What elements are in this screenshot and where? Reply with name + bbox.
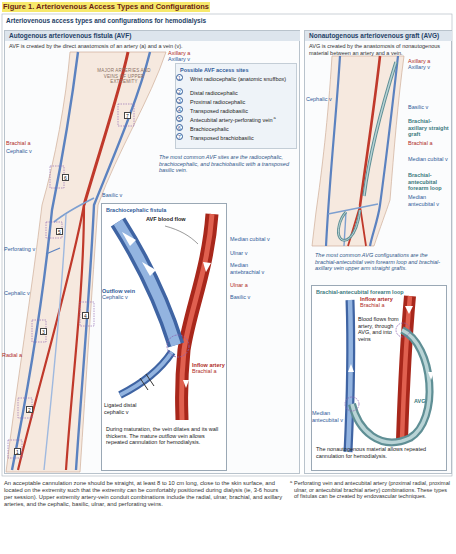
figure-frame bbox=[2, 14, 452, 476]
node-text: Distal radiocephalic bbox=[190, 90, 238, 97]
part-label: Brachial a bbox=[408, 140, 432, 147]
callout-number: 7 bbox=[124, 112, 131, 119]
part-label: Basilic v bbox=[230, 294, 250, 301]
node-text: AVG is created by the anastomosis of non… bbox=[309, 43, 449, 56]
node-text: During maturation, the vein dilates and … bbox=[106, 426, 224, 446]
node-text: Proximal radiocephalic bbox=[190, 99, 245, 106]
part-label: Ulnar v bbox=[230, 250, 247, 257]
part-label: Median cubital v bbox=[408, 156, 450, 163]
node-heading: Brachial-antecubital forearm loop bbox=[316, 289, 444, 296]
part-label: MAJOR ARTERIES AND VEINS OF UPPER EXTREM… bbox=[92, 68, 156, 85]
part-label: Cephalic v bbox=[102, 294, 128, 301]
node-text: The nonautogenous material allows repeat… bbox=[316, 446, 444, 459]
part-label: Basilic v bbox=[408, 104, 428, 111]
part-label: Brachial-axillary straight graft bbox=[408, 118, 450, 138]
callout-number: 1 bbox=[176, 74, 183, 81]
part-label: Perforating v bbox=[4, 246, 35, 253]
callout-number: 6 bbox=[176, 124, 183, 131]
callout-number: 7 bbox=[176, 133, 183, 140]
inset-box: Brachial-antecubital forearm loopThe non… bbox=[311, 285, 447, 471]
part-label: Brachial a bbox=[192, 368, 216, 375]
part-label: Brachial-antecubital forearm loop bbox=[408, 172, 450, 192]
note-box: The most common AVF sites are the radioc… bbox=[155, 151, 297, 179]
callout-number: 2 bbox=[26, 406, 33, 413]
node-text: Wrist radiocephalic (anatomic snuffbox) bbox=[190, 76, 286, 83]
footnote: Perforating vein and antecubital artery … bbox=[294, 480, 452, 500]
node-heading: The most common AVG configurations are t… bbox=[315, 252, 443, 272]
part-label: Ligated distal cephalic v bbox=[104, 402, 144, 415]
part-label: Radial a bbox=[2, 352, 22, 359]
node-text: AVF is created by the direct anastomosis… bbox=[9, 43, 297, 50]
callout-number: 3 bbox=[176, 97, 183, 104]
callout-number: 1 bbox=[14, 448, 21, 455]
node-text: a bbox=[274, 116, 276, 120]
sites-list: Possible AVF access sitesWrist radioceph… bbox=[175, 63, 297, 149]
part-label: Axillary v bbox=[408, 64, 430, 71]
node-heading: Brachiocephalic fistula bbox=[106, 207, 224, 214]
part-label: AVF blood flow bbox=[146, 216, 186, 223]
part-label: Inflow artery bbox=[360, 296, 393, 303]
node-text: Transposed brachiobasilic bbox=[190, 135, 254, 142]
part-label: Basilic v bbox=[102, 192, 122, 199]
callout-number: 4 bbox=[82, 312, 89, 319]
fistula-panel: Autogenous arteriovenous fistula (AVF) AV… bbox=[4, 30, 300, 474]
panel-heading: Arteriovenous access types and configura… bbox=[6, 17, 306, 25]
part-label: Ulnar a bbox=[230, 282, 248, 289]
callout-number: 6 bbox=[62, 174, 69, 181]
callout-number: 3 bbox=[40, 328, 47, 335]
part-label: Cephalic v bbox=[6, 148, 32, 155]
part-label: Median antebrachial v bbox=[230, 262, 274, 275]
callout-number: 2 bbox=[176, 88, 183, 95]
inset-box: Brachiocephalic fistulaDuring maturation… bbox=[101, 203, 227, 471]
node-heading: Possible AVF access sites bbox=[180, 67, 292, 74]
part-label: Outflow vein bbox=[102, 288, 135, 295]
part-label: Blood flows from artery, through AVG, an… bbox=[358, 316, 400, 342]
node-text: Brachiocephalic bbox=[190, 126, 229, 133]
part-label: Axillary a bbox=[408, 58, 430, 65]
footnote-mark: a bbox=[290, 480, 292, 484]
part-label: Inflow artery bbox=[192, 362, 225, 369]
part-label: Brachial a bbox=[360, 302, 384, 309]
part-label: Median antecubital v bbox=[312, 410, 346, 423]
part-label: Axillary a bbox=[168, 50, 190, 57]
node-heading: Nonautogenous arteriovenous graft (AVG) bbox=[305, 31, 452, 41]
part-label: Cephalic v bbox=[4, 290, 30, 297]
callout-number: 5 bbox=[176, 115, 183, 122]
part-label: Median antecubital v bbox=[408, 194, 450, 207]
figure-frame bbox=[2, 14, 452, 476]
figure-title: Figure 1. Arteriovenous Access Types and… bbox=[2, 2, 210, 12]
part-label: Median cubital v bbox=[230, 236, 290, 243]
figure-caption: An acceptable cannulation zone should be… bbox=[4, 480, 284, 508]
callout-number: 4 bbox=[176, 106, 183, 113]
node-text: Transposed radiobasilic bbox=[190, 108, 248, 115]
part-label: Brachial a bbox=[6, 140, 30, 147]
node-heading: Autogenous arteriovenous fistula (AVF) bbox=[5, 31, 300, 41]
part-label: AVG bbox=[414, 398, 426, 405]
part-label: Cephalic v bbox=[306, 96, 332, 103]
part-label: Axillary v bbox=[168, 56, 190, 63]
callout-number: 5 bbox=[56, 228, 63, 235]
node-text: Antecubital artery-perforating vein bbox=[190, 117, 273, 124]
node-heading: The most common AVF sites are the radioc… bbox=[159, 154, 293, 174]
note-box: The most common AVG configurations are t… bbox=[311, 249, 447, 281]
